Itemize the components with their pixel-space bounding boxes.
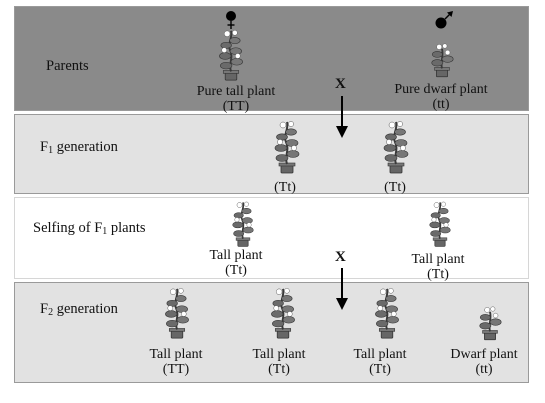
f2-generation-label: F2 generation: [40, 301, 118, 318]
f1-plant-genotype: (Tt): [384, 180, 406, 195]
parents-label: Parents: [46, 58, 89, 74]
f1-plant-icon: [272, 118, 302, 176]
f1-generation-band: [14, 114, 529, 194]
f2-plant-caption: Tall plant(Tt): [252, 347, 306, 377]
f1-plant-genotype: (Tt): [274, 180, 296, 195]
selfing-cross-symbol: X: [335, 249, 346, 265]
f2-plant-caption: Dwarf plant(tt): [450, 347, 518, 377]
pure-dwarf-plant-icon: [428, 40, 456, 80]
pure-dwarf-plant-caption: Pure dwarf plant(tt): [394, 82, 488, 112]
selfing-plant-caption: Tall plant(Tt): [209, 248, 263, 278]
f2-plant-caption: Tall plant(Tt): [353, 347, 407, 377]
f2-plant-caption: Tall plant(TT): [149, 347, 203, 377]
f2-tall-plant-icon: [268, 285, 298, 341]
selfing-plant-icon: [426, 199, 454, 249]
pure-tall-plant-caption: Pure tall plant(TT): [196, 84, 276, 114]
pure-tall-plant-icon: [216, 27, 246, 83]
down-arrow-icon: [336, 268, 348, 310]
selfing-label: Selfing of F1 plants: [33, 220, 146, 237]
down-arrow-icon: [336, 96, 348, 138]
male-symbol-icon: [435, 11, 453, 29]
f2-tall-plant-icon: [162, 285, 192, 341]
female-symbol-icon: [226, 11, 236, 29]
f1-generation-label: F1 generation: [40, 139, 118, 156]
selfing-plant-icon: [229, 199, 257, 249]
f2-generation-band: [14, 282, 529, 383]
parents-cross-symbol: X: [335, 76, 346, 92]
f2-dwarf-plant-icon: [476, 304, 504, 342]
f2-tall-plant-icon: [372, 285, 402, 341]
selfing-plant-caption: Tall plant(Tt): [411, 252, 465, 282]
f1-plant-icon: [381, 118, 411, 176]
